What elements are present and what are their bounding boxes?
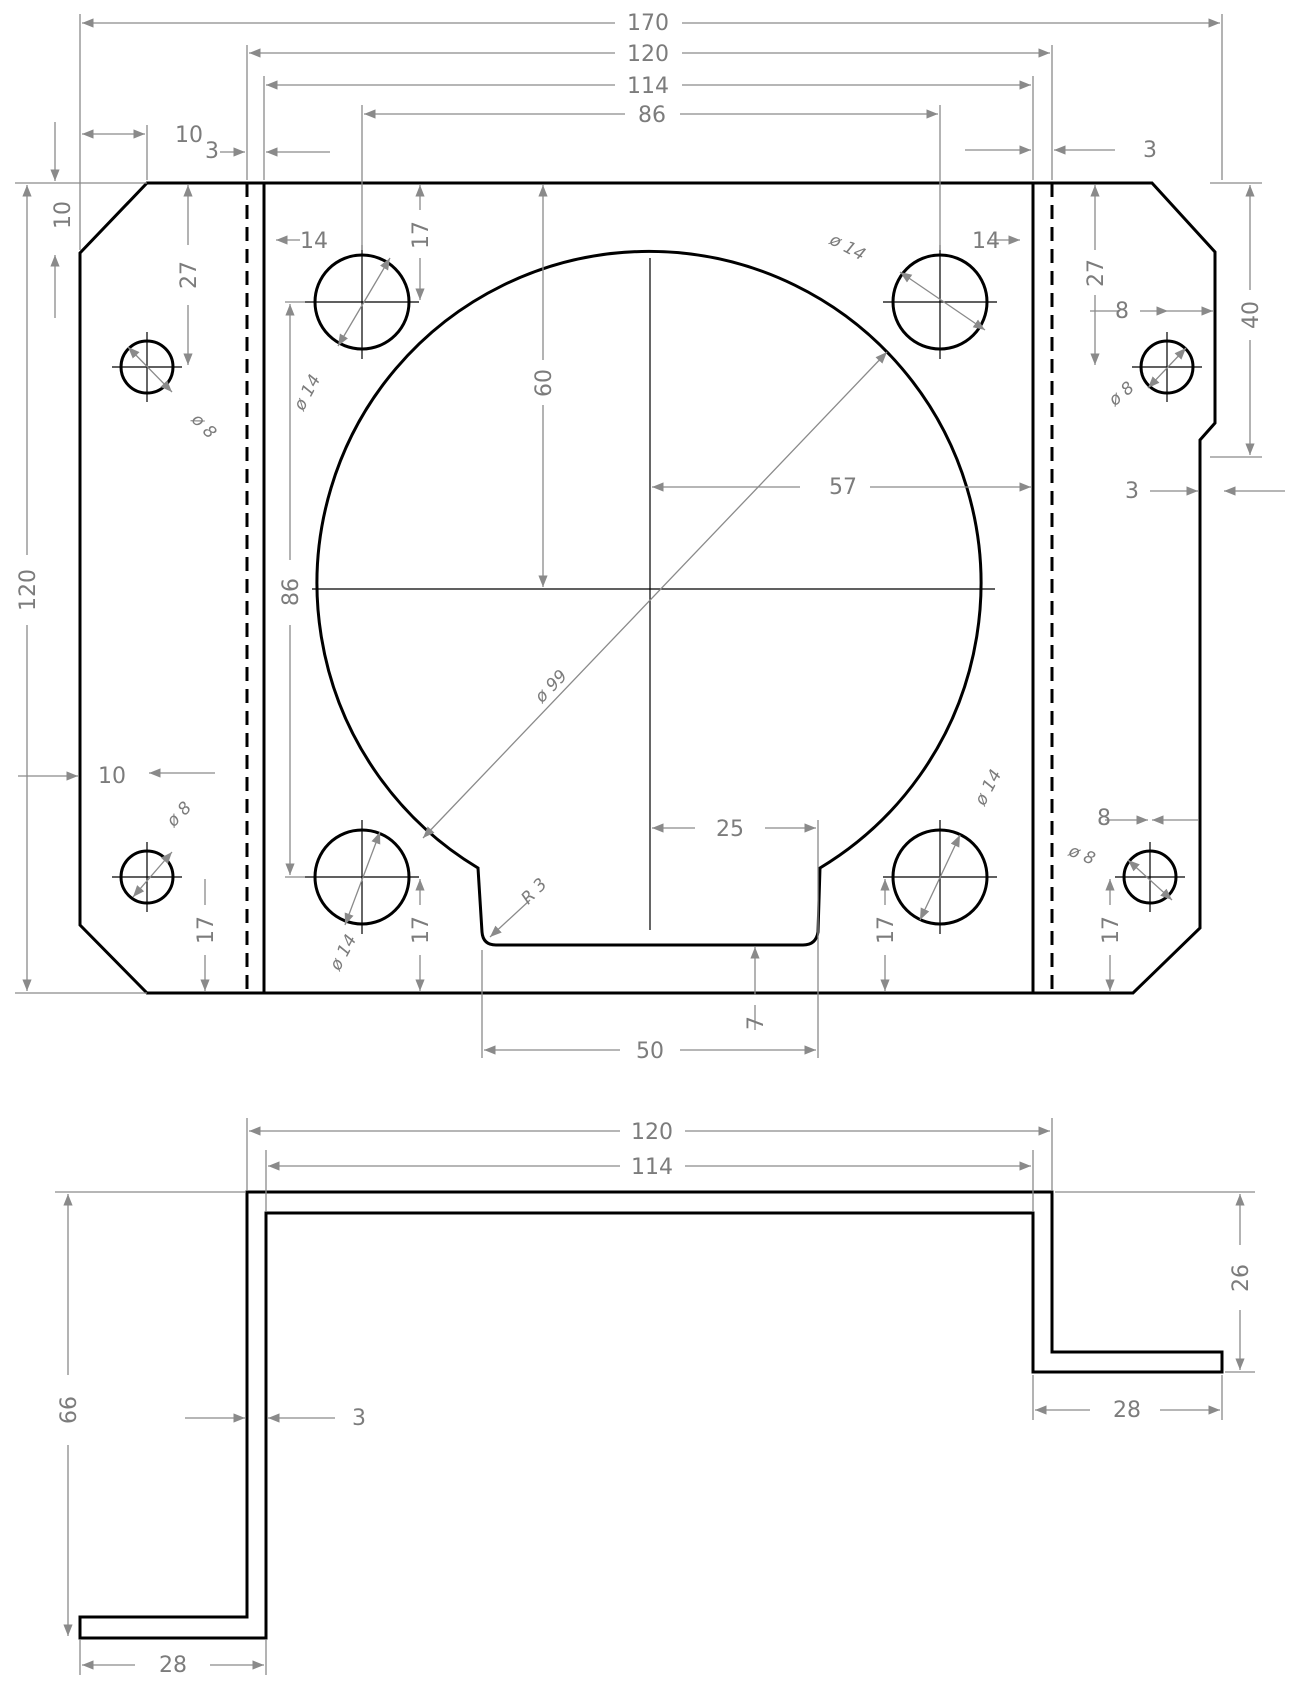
side-dim-66: 66 [57, 1396, 82, 1424]
dim-17-top: 17 [409, 221, 434, 249]
plate-outline [78, 181, 1217, 995]
dim-14-left: 14 [300, 229, 328, 254]
side-dim-114: 114 [631, 1155, 673, 1180]
dim-120-height: 120 [16, 569, 41, 611]
dim-7: 7 [744, 1016, 769, 1030]
side-profile [78, 1190, 1224, 1640]
dim-17-bottom-d: 17 [1099, 916, 1124, 944]
dim-170: 170 [627, 11, 669, 36]
top-view: 170 120 114 86 10 3 3 14 14 57 8 3 10 25… [15, 11, 1285, 1064]
dim-86-top: 86 [638, 103, 666, 128]
dim-10-top: 10 [175, 123, 203, 148]
dim-27-right: 27 [1084, 259, 1109, 287]
central-cutout [315, 249, 983, 947]
side-view: 120 114 66 26 3 28 28 [55, 1118, 1255, 1678]
extension-lines [15, 14, 1262, 1058]
dia-99: ø 99 [531, 666, 572, 708]
dim-3-right-side: 3 [1125, 479, 1139, 504]
dim-17-bottom-a: 17 [194, 916, 219, 944]
dia-8-top-right: ø 8 [1104, 378, 1138, 411]
radius-3: R 3 [517, 874, 551, 908]
dim-86-vertical: 86 [279, 578, 304, 606]
dim-8-right-top: 8 [1115, 299, 1129, 324]
dim-8-right-bottom: 8 [1097, 806, 1111, 831]
side-view-labels: 120 114 66 26 3 28 28 [57, 1120, 1254, 1678]
dim-10-left: 10 [98, 764, 126, 789]
side-dim-120: 120 [631, 1120, 673, 1145]
dim-3-left: 3 [205, 139, 219, 164]
dim-17-bottom-c: 17 [874, 916, 899, 944]
dimension-lines-vertical [22, 122, 1255, 1030]
dia-14-bottom-left: ø 14 [325, 931, 361, 974]
dim-17-bottom-b: 17 [409, 916, 434, 944]
dim-120-top: 120 [627, 42, 669, 67]
side-extension-lines [55, 1118, 1255, 1675]
dia-14-top-right: ø 14 [825, 229, 868, 265]
dim-25: 25 [716, 817, 744, 842]
dia-14-top-left: ø 14 [289, 371, 325, 414]
diameter-leaders [127, 257, 1187, 938]
dimension-lines-top [18, 18, 1285, 1055]
dia-8-bottom-left: ø 8 [162, 798, 196, 832]
dim-57: 57 [829, 475, 857, 500]
dim-10-chamfer: 10 [51, 201, 76, 229]
side-dim-28-left: 28 [159, 1653, 187, 1678]
dim-50: 50 [636, 1039, 664, 1064]
side-dim-26: 26 [1229, 1264, 1254, 1292]
dim-14-right: 14 [972, 229, 1000, 254]
dim-3-right: 3 [1143, 138, 1157, 163]
side-dimension-lines [63, 1126, 1245, 1670]
dim-60: 60 [532, 369, 557, 397]
dim-114-top: 114 [627, 74, 669, 99]
top-view-labels: 170 120 114 86 10 3 3 14 14 57 8 3 10 25… [16, 11, 1264, 1064]
side-dim-28-right: 28 [1113, 1398, 1141, 1423]
dim-27-left: 27 [177, 261, 202, 289]
dia-8-bottom-right: ø 8 [1065, 841, 1098, 870]
dia-8-top-left: ø 8 [186, 409, 220, 443]
side-dim-3: 3 [352, 1406, 366, 1431]
dim-40: 40 [1239, 301, 1264, 329]
dia-14-bottom-right: ø 14 [970, 766, 1006, 809]
